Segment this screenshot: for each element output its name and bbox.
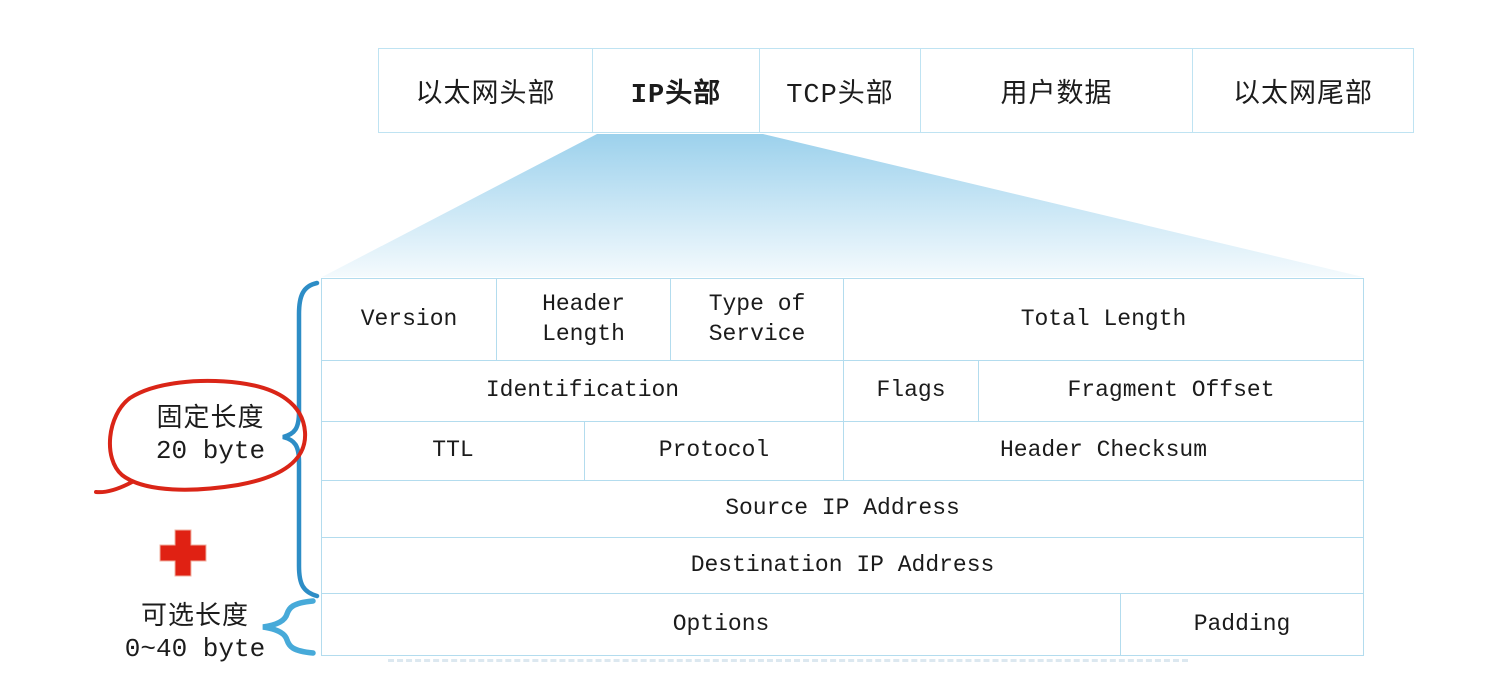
field-header-checksum: Header Checksum — [842, 421, 1365, 481]
optional-length-text-zh: 可选长度 — [140, 601, 249, 630]
frame-cell-tcp-header: TCP头部 — [759, 48, 921, 133]
field-header-length: Header Length — [496, 278, 671, 361]
optional-length-label: 可选长度 0~40 byte — [110, 599, 280, 667]
field-type-of-service: Type of Service — [670, 278, 844, 361]
emphasis-circle-tail — [94, 480, 134, 495]
field-identification: Identification — [321, 360, 844, 422]
frame-cell-label: IP头部 — [630, 80, 722, 111]
field-source-ip: Source IP Address — [320, 480, 1365, 538]
frame-cell-ethernet-header: 以太网头部 — [378, 48, 593, 133]
field-version: Version — [321, 278, 497, 361]
field-destination-ip: Destination IP Address — [320, 537, 1365, 594]
frame-cell-user-data: 用户数据 — [919, 48, 1194, 133]
field-ttl: TTL — [321, 421, 585, 481]
plus-icon — [159, 529, 207, 577]
frame-cell-label: 以太网尾部 — [1233, 78, 1373, 108]
field-fragment-offset: Fragment Offset — [977, 360, 1365, 422]
ethernet-frame-row: 以太网头部 IP头部 TCP头部 用户数据 以太网尾部 — [378, 48, 1414, 133]
field-options: Options — [321, 593, 1121, 656]
frame-cell-ethernet-trailer: 以太网尾部 — [1192, 48, 1414, 133]
field-flags: Flags — [843, 360, 979, 422]
optional-length-text-en: 0~40 byte — [124, 633, 266, 664]
frame-cell-label: 用户数据 — [1000, 78, 1113, 108]
field-padding: Padding — [1119, 593, 1365, 656]
field-protocol: Protocol — [584, 421, 844, 481]
fixed-length-text-zh: 固定长度 — [156, 403, 265, 432]
field-total-length: Total Length — [842, 278, 1365, 361]
frame-cell-label: TCP头部 — [786, 80, 894, 111]
funnel-shape — [322, 134, 1363, 277]
ip-header-table: Version Header Length Type of Service To… — [320, 278, 1365, 656]
fixed-length-label: 固定长度 20 byte — [128, 401, 293, 469]
frame-cell-label: 以太网头部 — [415, 78, 556, 108]
frame-cell-ip-header: IP头部 — [591, 48, 761, 133]
dashed-underline-decoration — [388, 659, 1188, 662]
fixed-length-text-en: 20 byte — [155, 435, 266, 466]
